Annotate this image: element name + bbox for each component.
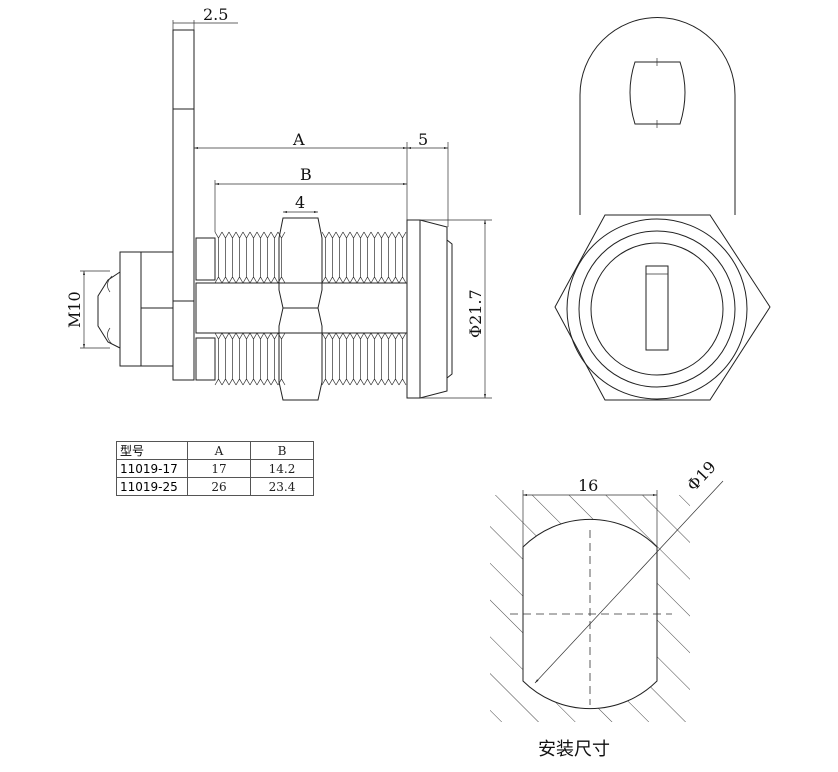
dim-cutout-width: 16	[578, 476, 598, 495]
table-header: 型号 A B	[116, 441, 314, 460]
dim-b: B	[300, 165, 312, 184]
side-view: 2.5 A 5 B 4 M10 Φ21.7	[65, 5, 492, 401]
panel-hatch	[490, 495, 690, 722]
header-a: A	[187, 441, 251, 460]
cam-lug	[579, 17, 736, 215]
threads	[214, 231, 407, 386]
dim-cutout-diameter: Φ19	[683, 457, 720, 494]
dim-flange: 5	[418, 130, 428, 149]
dim-nut-width: 4	[295, 193, 305, 212]
cam-nut	[119, 251, 174, 367]
dim-a: A	[292, 130, 305, 149]
m10-stub	[97, 271, 121, 349]
thread-segment	[214, 231, 286, 284]
cam-plate	[172, 29, 195, 381]
table-row: 11019-25 26 23.4	[116, 477, 314, 496]
caption: 安装尺寸	[538, 739, 610, 760]
dim-thread: M10	[65, 291, 84, 328]
cutout-view: 16 Φ19	[490, 457, 724, 722]
thread-segment	[321, 231, 407, 284]
front-view	[554, 17, 771, 401]
thread-segment	[321, 332, 407, 386]
header-model: 型号	[116, 441, 188, 460]
hex-flange	[554, 214, 771, 401]
thread-segment	[214, 332, 286, 386]
table-row: 11019-17 17 14.2	[116, 459, 314, 478]
dim-head-diameter: Φ21.7	[466, 289, 485, 338]
header-b: B	[250, 441, 314, 460]
spec-table: 型号 A B 11019-17 17 14.2 11019-25 26 23.4	[116, 441, 314, 496]
cam-slot	[629, 61, 686, 125]
key-slot	[645, 265, 669, 351]
hex-nut	[278, 217, 323, 401]
lock-head	[406, 219, 448, 399]
cutout-outline	[522, 518, 658, 710]
dim-plate-thickness: 2.5	[203, 5, 228, 24]
